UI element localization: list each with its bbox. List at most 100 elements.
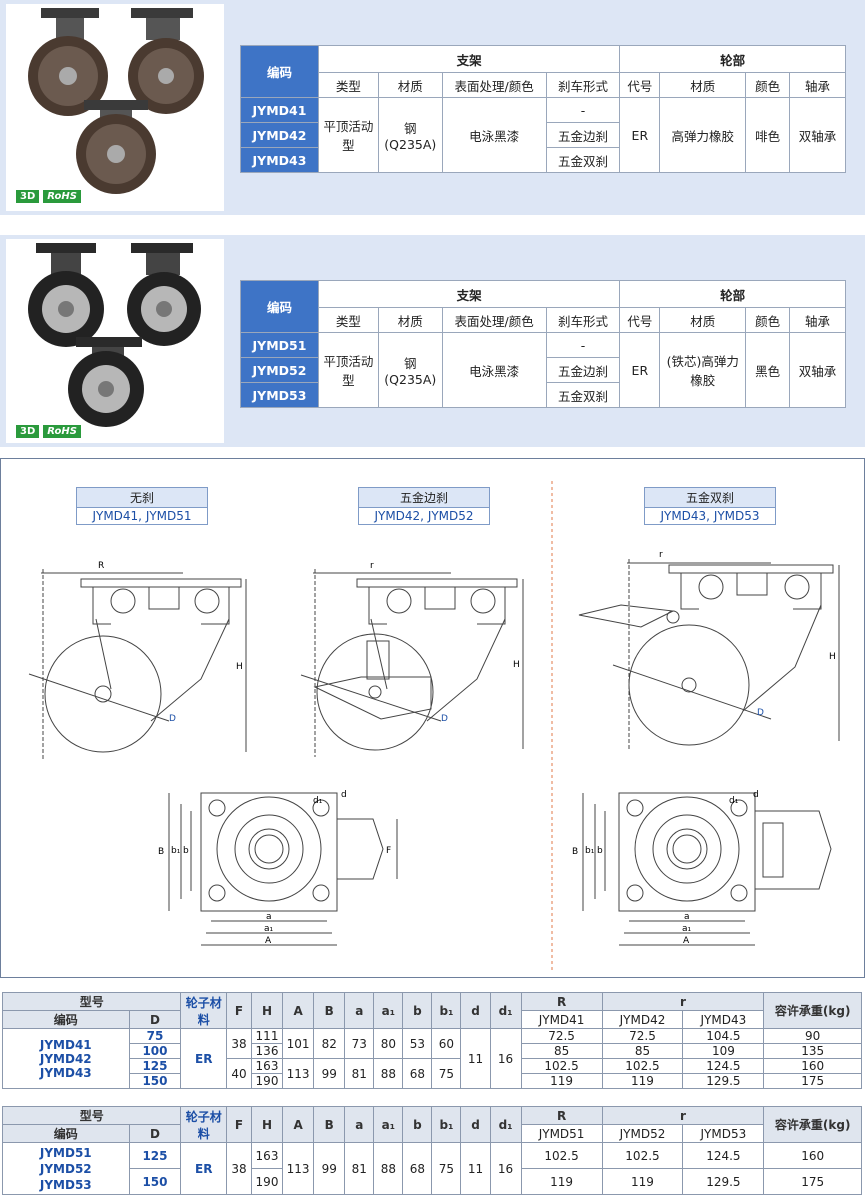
code-cell: JYMD42 <box>240 122 319 148</box>
r-cell: 129.5 <box>682 1168 765 1195</box>
r-cell: 102.5 <box>601 1142 684 1169</box>
header-load: 容许承重(kg) <box>763 1106 862 1143</box>
header-A: A <box>282 1106 315 1143</box>
header-r: r <box>601 1106 765 1125</box>
sub-header: JYMD41 <box>520 1010 603 1029</box>
header-d: d <box>460 992 491 1029</box>
r-cell: 119 <box>601 1168 684 1195</box>
header-d: d <box>460 1106 491 1143</box>
caster-photo-black: 3D RoHS <box>6 239 224 443</box>
header-B: B <box>313 1106 346 1143</box>
R-cell: 119 <box>520 1073 603 1089</box>
d1-cell: 16 <box>489 1028 522 1089</box>
header-code: 编码 <box>240 280 319 333</box>
view-models: JYMD42, JYMD52 <box>374 509 474 523</box>
spec-table-2: 型号 轮子材料 F H A B a a₁ b b₁ d d₁ R r 容许承重(… <box>1 1106 862 1195</box>
load-cell: 175 <box>763 1168 862 1195</box>
wheel-color-cell: 啡色 <box>745 97 791 173</box>
dim-b1: b₁ <box>171 846 181 856</box>
dim-R: R <box>98 561 104 571</box>
dim-A: A <box>265 936 272 946</box>
col-header: 刹车形式 <box>545 72 621 98</box>
D-cell: 150 <box>128 1073 182 1089</box>
a1-cell: 88 <box>373 1142 404 1195</box>
header-H: H <box>250 992 284 1029</box>
dim-a1: a₁ <box>682 924 692 934</box>
D-cell: 125 <box>128 1142 182 1169</box>
b-cell: 53 <box>402 1028 433 1059</box>
load-cell: 175 <box>763 1073 862 1089</box>
header-b: b <box>402 992 433 1029</box>
load-cell: 135 <box>763 1043 862 1059</box>
view-label-no-brake: 无刹 JYMD41, JYMD51 <box>76 487 208 525</box>
dim-r: r <box>659 550 663 560</box>
codes-cell: JYMD51 JYMD52 JYMD53 <box>2 1142 130 1195</box>
A-cell: 101 <box>282 1028 315 1059</box>
D-cell: 150 <box>128 1168 182 1195</box>
H-cell: 163 <box>250 1142 284 1169</box>
header-b: b <box>402 1106 433 1143</box>
group-wheel: 轮部 <box>619 45 846 73</box>
header-code: 编码 <box>240 45 319 98</box>
A-cell: 113 <box>282 1058 315 1089</box>
group-bracket: 支架 <box>317 45 621 73</box>
product-table-2: 编码 支架 轮部 类型 材质 表面处理/颜色 刹车形式 代号 材质 颜色 轴承 … <box>240 280 846 408</box>
header-load: 容许承重(kg) <box>763 992 862 1029</box>
r-cell: 109 <box>682 1043 765 1059</box>
B-cell: 82 <box>313 1028 346 1059</box>
r-cell: 104.5 <box>682 1028 765 1044</box>
dim-d1: d₁ <box>313 796 323 806</box>
col-header: 颜色 <box>745 72 791 98</box>
col-header: 材质 <box>659 72 747 98</box>
R-cell: 72.5 <box>520 1028 603 1044</box>
brake-cell: 五金双刹 <box>545 382 621 408</box>
H-cell: 111 <box>250 1028 284 1044</box>
b1-cell: 75 <box>431 1058 462 1089</box>
view-title: 五金边刹 <box>359 488 489 508</box>
col-header: 轴承 <box>789 72 846 98</box>
view-title: 无刹 <box>77 488 207 508</box>
header-a: a <box>344 992 375 1029</box>
col-header: 颜色 <box>745 307 791 333</box>
wheel-color-cell: 黑色 <box>745 332 791 408</box>
type-cell: 平顶活动型 <box>317 332 379 408</box>
header-R: R <box>520 992 603 1011</box>
F-cell: 38 <box>226 1028 252 1059</box>
H-cell: 190 <box>250 1073 284 1089</box>
wheel-code-cell: ER <box>619 97 661 173</box>
wheel-code-cell: ER <box>619 332 661 408</box>
d-cell: 11 <box>460 1142 491 1195</box>
caster-photo-brown: 3D RoHS <box>6 4 224 211</box>
dim-b1: b₁ <box>585 846 595 856</box>
dim-F: F <box>386 846 391 856</box>
A-cell: 113 <box>282 1142 315 1195</box>
technical-drawing: 无刹 JYMD41, JYMD51 五金边刹 JYMD42, JYMD52 五金… <box>0 458 865 978</box>
H-cell: 136 <box>250 1043 284 1059</box>
col-header: 材质 <box>377 72 443 98</box>
load-cell: 160 <box>763 1142 862 1169</box>
dim-b: b <box>183 846 189 856</box>
material-cell: 钢(Q235A) <box>377 97 443 173</box>
brake-cell: 五金边刹 <box>545 122 621 148</box>
header-r: r <box>601 992 765 1011</box>
B-cell: 99 <box>313 1058 346 1089</box>
brake-cell: - <box>545 332 621 358</box>
r-cell: 124.5 <box>682 1058 765 1074</box>
B-cell: 99 <box>313 1142 346 1195</box>
sub-header: JYMD43 <box>682 1010 765 1029</box>
a-cell: 73 <box>344 1028 375 1059</box>
brake-cell: 五金双刹 <box>545 147 621 173</box>
type-cell: 平顶活动型 <box>317 97 379 173</box>
material-cell: 钢(Q235A) <box>377 332 443 408</box>
R-cell: 85 <box>520 1043 603 1059</box>
d-cell: 11 <box>460 1028 491 1089</box>
dim-d: d <box>341 790 347 800</box>
dim-r: r <box>370 561 374 571</box>
a-cell: 81 <box>344 1142 375 1195</box>
badge-3d: 3D <box>16 190 40 203</box>
F-cell: 38 <box>226 1142 252 1195</box>
product-panel-2: 3D RoHS 编码 支架 轮部 类型 材质 表面处理/颜色 刹车形式 代号 材… <box>0 235 865 447</box>
surface-cell: 电泳黑漆 <box>441 332 547 408</box>
header-B: B <box>313 992 346 1029</box>
caster-image <box>28 243 201 427</box>
